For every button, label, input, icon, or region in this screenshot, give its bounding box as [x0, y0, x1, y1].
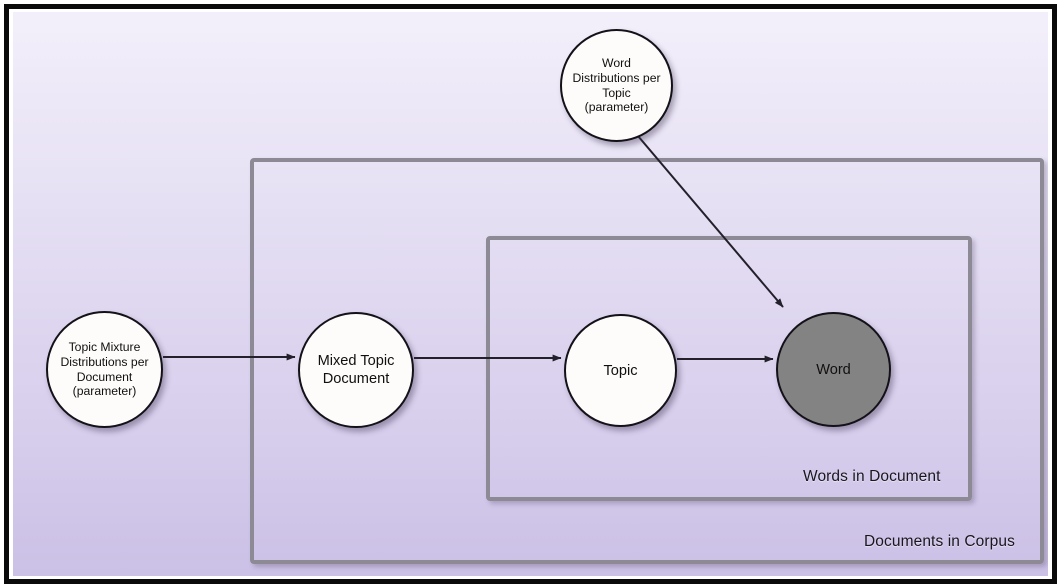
plate-label-words-in-document: Words in Document	[803, 468, 941, 485]
node-mixed-topic-document[interactable]: Mixed Topic Document	[298, 312, 414, 428]
node-label-word: Word	[816, 361, 851, 378]
diagram-canvas: Documents in Corpus Words in Document Wo…	[13, 12, 1048, 576]
node-topic[interactable]: Topic	[564, 314, 677, 427]
figure-border	[4, 4, 1057, 584]
node-word-distributions-per-topic[interactable]: Word Distributions per Topic (parameter)	[560, 29, 673, 142]
node-label-topic-mixture-distributions-per-document: Topic Mixture Distributions per Document…	[60, 340, 149, 399]
node-label-topic: Topic	[603, 362, 638, 379]
node-topic-mixture-distributions-per-document[interactable]: Topic Mixture Distributions per Document…	[46, 311, 163, 428]
node-label-word-distributions-per-topic: Word Distributions per Topic (parameter)	[572, 56, 661, 115]
plate-words-in-document	[486, 236, 972, 501]
node-label-mixed-topic-document: Mixed Topic Document	[317, 353, 395, 387]
node-word[interactable]: Word	[776, 312, 891, 427]
plate-label-documents-in-corpus: Documents in Corpus	[864, 533, 1015, 550]
